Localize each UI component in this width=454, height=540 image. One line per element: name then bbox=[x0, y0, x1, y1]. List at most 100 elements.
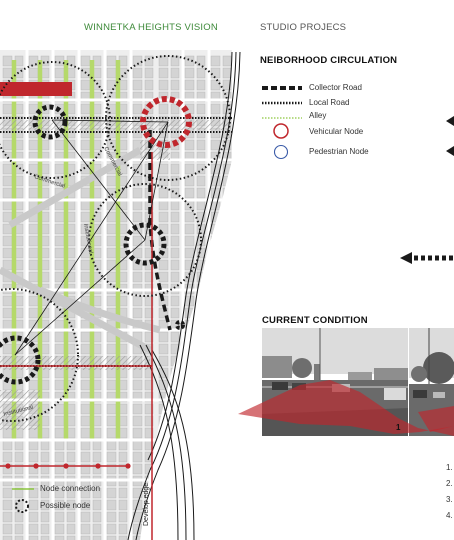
list-number-4: 4. bbox=[446, 511, 453, 520]
parcel bbox=[170, 103, 180, 115]
parcel bbox=[40, 523, 50, 535]
hatched-zone-institutional bbox=[0, 390, 40, 430]
highway-lines bbox=[127, 51, 241, 540]
legend-label-alley: Alley bbox=[309, 111, 327, 120]
parcel bbox=[118, 535, 128, 540]
parcel bbox=[28, 463, 39, 475]
parcel bbox=[170, 211, 180, 223]
hatched-zone-east bbox=[140, 140, 170, 160]
parcel bbox=[118, 523, 128, 535]
parcel bbox=[80, 523, 91, 535]
parcel bbox=[106, 511, 117, 523]
diagonal-boulevards bbox=[0, 146, 161, 354]
legend-label-vehicular-node: Vehicular Node bbox=[309, 127, 364, 136]
pedestrian-node-legend-symbol bbox=[273, 144, 289, 160]
list-number-3: 3. bbox=[446, 495, 453, 504]
parcel bbox=[132, 487, 143, 499]
parcel bbox=[144, 391, 154, 403]
parcel bbox=[196, 187, 206, 199]
legend-label-pedestrian-node: Pedestrian Node bbox=[309, 147, 369, 156]
legend-label-local-road: Local Road bbox=[309, 98, 350, 107]
parcel bbox=[170, 331, 180, 343]
parcel bbox=[132, 427, 143, 439]
parcel bbox=[158, 79, 169, 91]
parcel bbox=[132, 235, 143, 247]
parcel bbox=[80, 487, 91, 499]
parcel bbox=[2, 535, 13, 540]
possible-node-legend-symbol bbox=[15, 499, 29, 513]
parcel bbox=[132, 535, 143, 540]
parcel bbox=[54, 463, 65, 475]
parcel bbox=[132, 403, 143, 415]
parcel bbox=[132, 79, 143, 91]
photo-marker-1: 1 bbox=[396, 423, 401, 432]
list-number-2: 2. bbox=[446, 479, 453, 488]
parcel bbox=[28, 487, 39, 499]
parcel bbox=[158, 223, 169, 235]
parcel bbox=[158, 55, 169, 67]
parcel bbox=[40, 451, 50, 463]
parcel bbox=[106, 487, 117, 499]
parcel bbox=[184, 211, 195, 223]
parcel bbox=[54, 511, 65, 523]
parcel bbox=[40, 499, 50, 511]
parcel bbox=[92, 535, 102, 540]
parcel bbox=[66, 463, 76, 475]
parcel bbox=[170, 223, 180, 235]
arrow-left-icon-2 bbox=[446, 146, 454, 156]
parcel bbox=[92, 451, 102, 463]
develop-edge-label: Develop edge bbox=[143, 483, 150, 526]
parcel bbox=[170, 247, 180, 259]
parcel bbox=[158, 67, 169, 79]
node-connection-dots bbox=[5, 463, 131, 469]
legend-label-node-connection: Node connection bbox=[40, 484, 101, 493]
circulation-title: NEIBORHOOD CIRCULATION bbox=[260, 55, 398, 66]
parcel bbox=[66, 451, 76, 463]
zone-label-institutional-1: Institutional bbox=[82, 223, 93, 254]
parcel bbox=[170, 175, 180, 187]
parcel bbox=[210, 79, 221, 91]
parcel bbox=[158, 211, 169, 223]
parcel bbox=[66, 511, 76, 523]
parcel bbox=[170, 307, 180, 319]
parcel bbox=[28, 535, 39, 540]
parcel bbox=[2, 511, 13, 523]
list-number-1: 1. bbox=[446, 463, 453, 472]
street-photo-2-drawing bbox=[409, 328, 454, 436]
parcel bbox=[28, 499, 39, 511]
parcel bbox=[118, 499, 128, 511]
parcel bbox=[196, 163, 206, 175]
parcel bbox=[184, 91, 195, 103]
parcel bbox=[144, 379, 154, 391]
parcel bbox=[170, 187, 180, 199]
vehicular-node-legend-symbol bbox=[273, 123, 289, 139]
parcel bbox=[158, 187, 169, 199]
parcel bbox=[66, 487, 76, 499]
parcel bbox=[144, 295, 154, 307]
parcel bbox=[222, 55, 232, 67]
parcel bbox=[196, 175, 206, 187]
parcel bbox=[170, 55, 180, 67]
parcel bbox=[144, 271, 154, 283]
parcel bbox=[158, 259, 169, 271]
parcel bbox=[2, 451, 13, 463]
parcel bbox=[106, 499, 117, 511]
parcel bbox=[132, 415, 143, 427]
parcel bbox=[2, 523, 13, 535]
parcel bbox=[196, 67, 206, 79]
parcel bbox=[92, 523, 102, 535]
arrow-left-icon-3 bbox=[400, 252, 412, 264]
parcel bbox=[132, 247, 143, 259]
parcel bbox=[2, 499, 13, 511]
parcel bbox=[210, 55, 221, 67]
parcel bbox=[28, 511, 39, 523]
parcel bbox=[144, 79, 154, 91]
parcel bbox=[184, 175, 195, 187]
arrow-left-icon-1 bbox=[446, 116, 454, 126]
parcel bbox=[40, 463, 50, 475]
parcel bbox=[170, 271, 180, 283]
parcel bbox=[106, 451, 117, 463]
parcel bbox=[222, 79, 232, 91]
red-corridor-band bbox=[0, 82, 72, 96]
parcel bbox=[132, 211, 143, 223]
